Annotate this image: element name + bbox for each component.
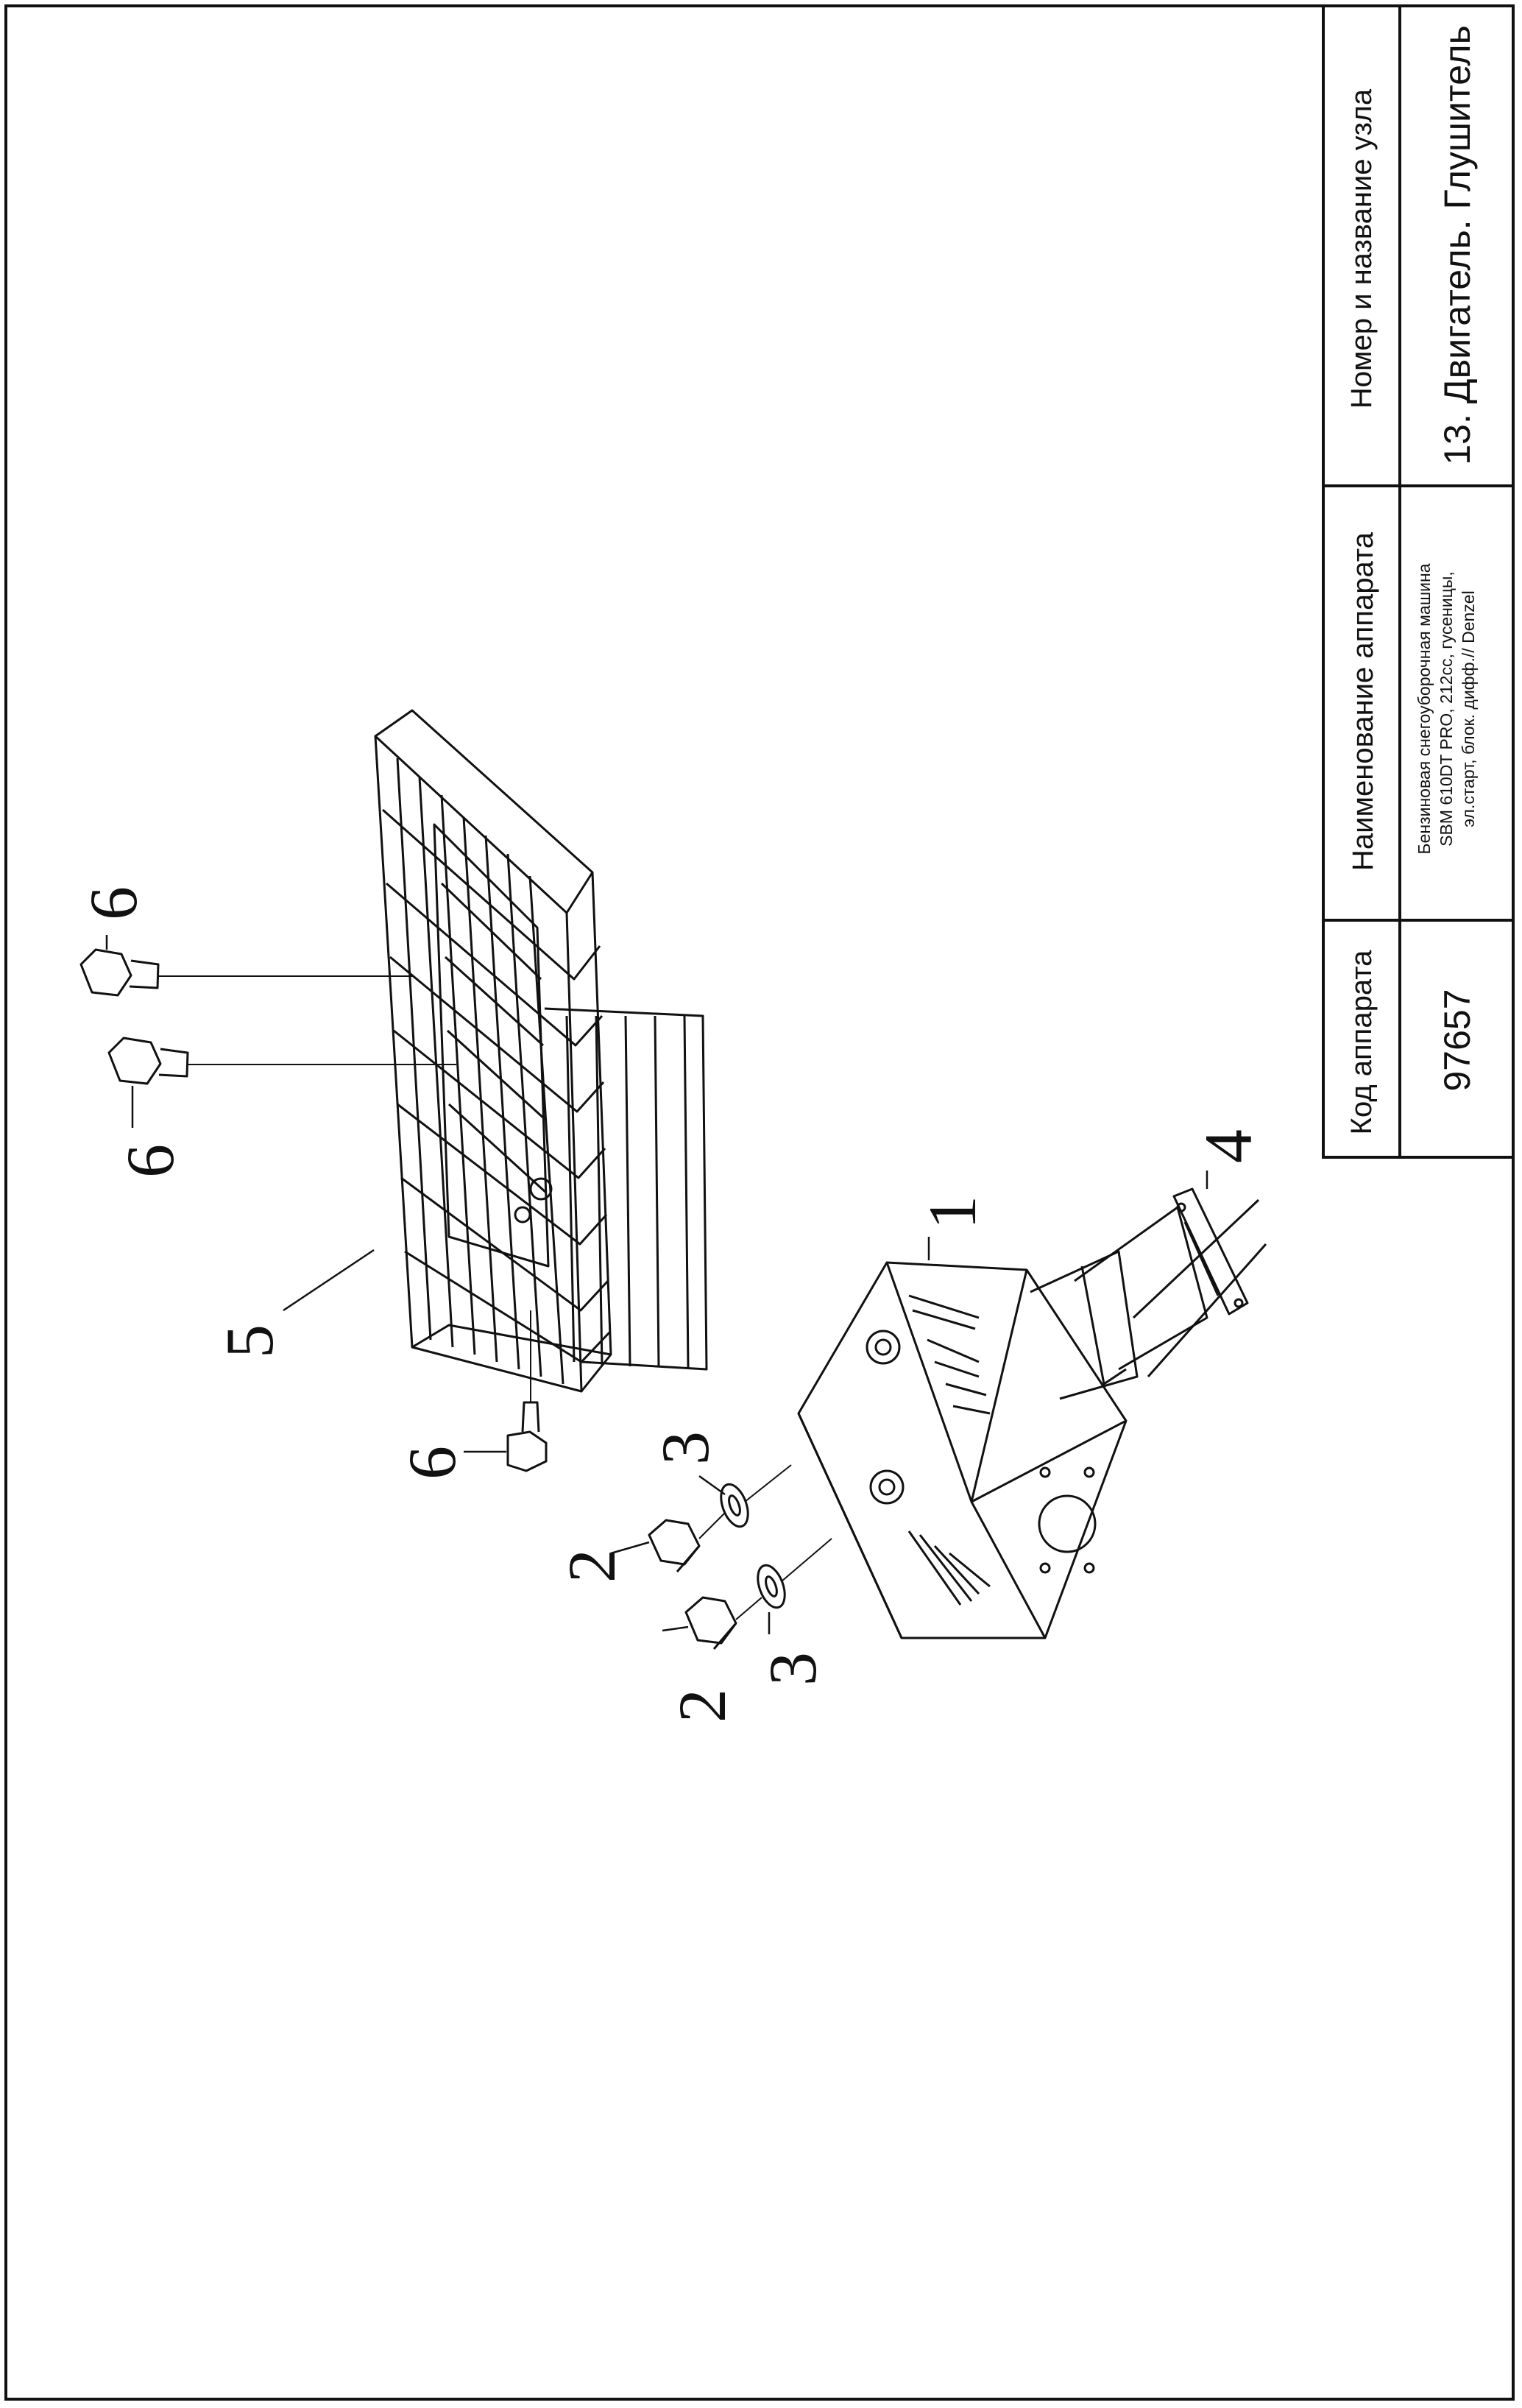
part-6-bolt-top <box>79 948 412 997</box>
callout-6-top: 6 <box>76 886 151 920</box>
part-5-wire-guard <box>374 709 708 1393</box>
title-block-divider-1 <box>1325 484 1515 487</box>
callout-2-lower: 2 <box>665 1689 740 1723</box>
header-column <box>1325 6 1401 1156</box>
callout-2-upper: 2 <box>554 1549 629 1583</box>
part-2-nut-lower <box>684 1596 737 1650</box>
callout-3-lower: 3 <box>755 1652 830 1686</box>
title-block: Номер и название узла Наименование аппар… <box>1322 6 1515 1159</box>
part-3-washer-upper <box>720 1483 749 1528</box>
callout-1: 1 <box>915 1196 990 1229</box>
part-6-bolt-middle <box>107 1037 456 1085</box>
callout-3-upper: 3 <box>648 1431 723 1465</box>
callout-6-middle: 6 <box>113 1144 188 1178</box>
part-3-washer-lower <box>757 1564 786 1609</box>
part-1-muffler <box>797 1198 1267 1639</box>
callout-4: 4 <box>1191 1129 1266 1163</box>
callout-6-lower: 6 <box>394 1446 470 1480</box>
callout-5: 5 <box>212 1324 287 1358</box>
drawing-frame <box>4 4 1515 2401</box>
title-block-divider-2 <box>1325 919 1515 922</box>
part-2-nut-upper <box>648 1519 701 1572</box>
part-6-bolt-lower <box>506 1310 548 1472</box>
part-4-gasket <box>1172 1187 1249 1316</box>
